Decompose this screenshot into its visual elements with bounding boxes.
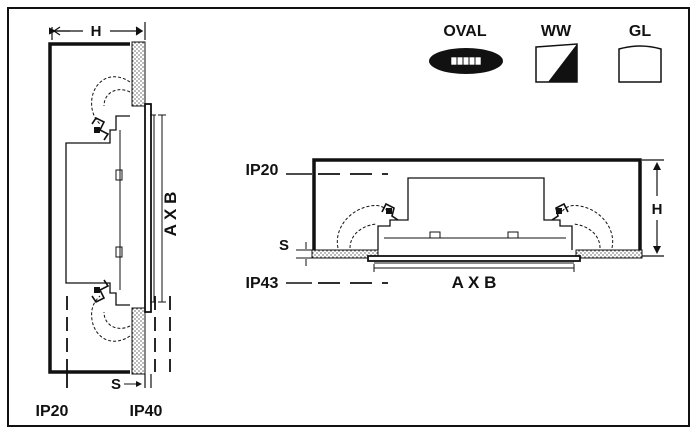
trim-frame-left [144,103,152,313]
dimension-label-axb-vertical: A X B [161,192,180,237]
legend-label-oval: OVAL [443,23,486,40]
housing-outline-left [48,42,130,374]
side-section-drawing: H A X B [36,22,180,420]
gl-symbol-icon [618,45,662,83]
dimension-label-h-right: H [652,201,663,218]
ww-symbol-icon [535,43,578,83]
wall-hatch-top [131,41,146,107]
zone-label-ip20-left: IP20 [36,403,69,420]
lamp-body-left [65,115,130,306]
symbol-legend: OVAL WW GL [429,23,662,83]
legend-label-ww: WW [541,23,572,40]
zone-label-ip20-right: IP20 [246,162,279,179]
trim-frame-right [367,255,581,262]
housing-outline-right [312,158,642,250]
ceiling-hatch-right [575,249,643,259]
oval-symbol-icon [429,48,503,74]
zone-label-ip43: IP43 [246,275,279,292]
legend-label-gl: GL [629,23,651,40]
dimension-label-axb-horizontal: A X B [452,273,497,292]
lamp-body-right [377,177,573,250]
outer-frame [7,7,690,427]
zone-label-ip40: IP40 [130,403,163,420]
dimension-label-s-left: S [111,376,121,393]
ceiling-section-drawing: IP20 H S [246,158,664,292]
dimension-label-h-left: H [91,23,102,40]
wall-hatch-bottom [131,307,146,375]
ceiling-hatch-left [311,249,379,259]
dimension-label-s-right: S [279,237,289,254]
